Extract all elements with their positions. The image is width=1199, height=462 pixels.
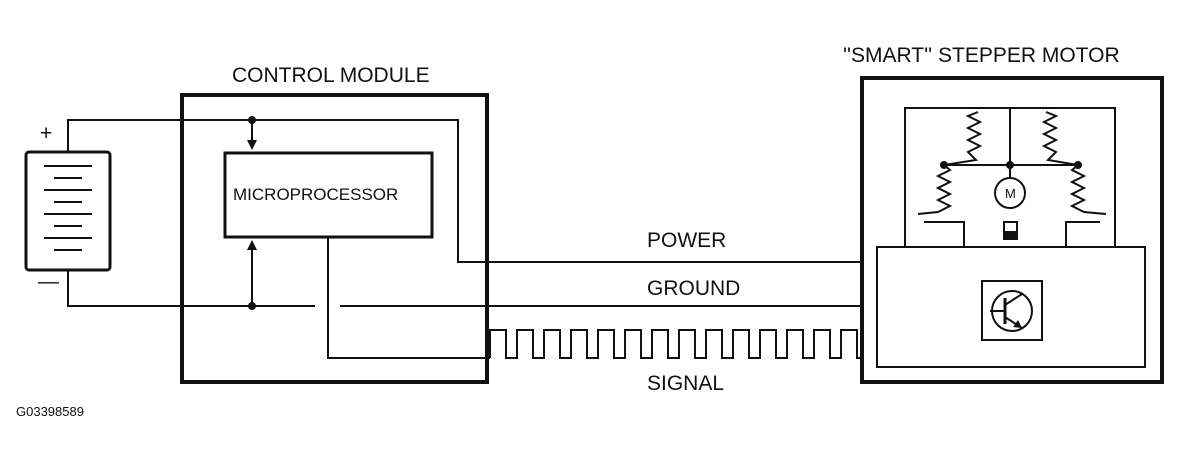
stepper-motor-box xyxy=(860,76,1164,384)
transistor-icon xyxy=(981,280,1043,341)
control-module-box xyxy=(180,93,489,384)
figure-id: G03398589 xyxy=(16,404,84,419)
signal-pulse-train xyxy=(489,329,864,359)
microprocessor-label: MICROPROCESSOR xyxy=(233,185,398,204)
power-label: POWER xyxy=(647,229,726,252)
right-coil-upper xyxy=(1041,111,1079,166)
signal-label: SIGNAL xyxy=(647,372,724,395)
motor-shaft-fill xyxy=(1004,231,1017,239)
driver-electronics-block xyxy=(876,246,1146,368)
ground-tap-arrow xyxy=(247,240,257,250)
coil-return-left xyxy=(924,221,965,247)
ground-label: GROUND xyxy=(647,277,740,300)
motor-feed-left xyxy=(904,107,1011,247)
power-wire xyxy=(67,119,864,263)
battery-cells xyxy=(44,165,92,251)
stepper-motor-label: ''SMART'' STEPPER MOTOR xyxy=(843,44,1120,67)
battery-minus-label: — xyxy=(38,270,59,293)
battery-case xyxy=(24,150,112,272)
right-coil-lower xyxy=(1069,164,1107,215)
power-tap-arrow xyxy=(247,140,257,150)
ground-wire-left xyxy=(67,270,315,307)
motor-feed-right xyxy=(1010,107,1116,247)
control-module-label: CONTROL MODULE xyxy=(232,64,430,87)
coil-return-right xyxy=(1065,221,1100,247)
signal-wire-internal xyxy=(327,237,490,359)
left-coil-lower xyxy=(917,164,953,215)
motor-symbol xyxy=(994,177,1026,209)
left-coil-upper xyxy=(943,111,983,166)
motor-symbol-label: M xyxy=(1005,186,1016,201)
battery-plus-label: + xyxy=(40,122,52,145)
